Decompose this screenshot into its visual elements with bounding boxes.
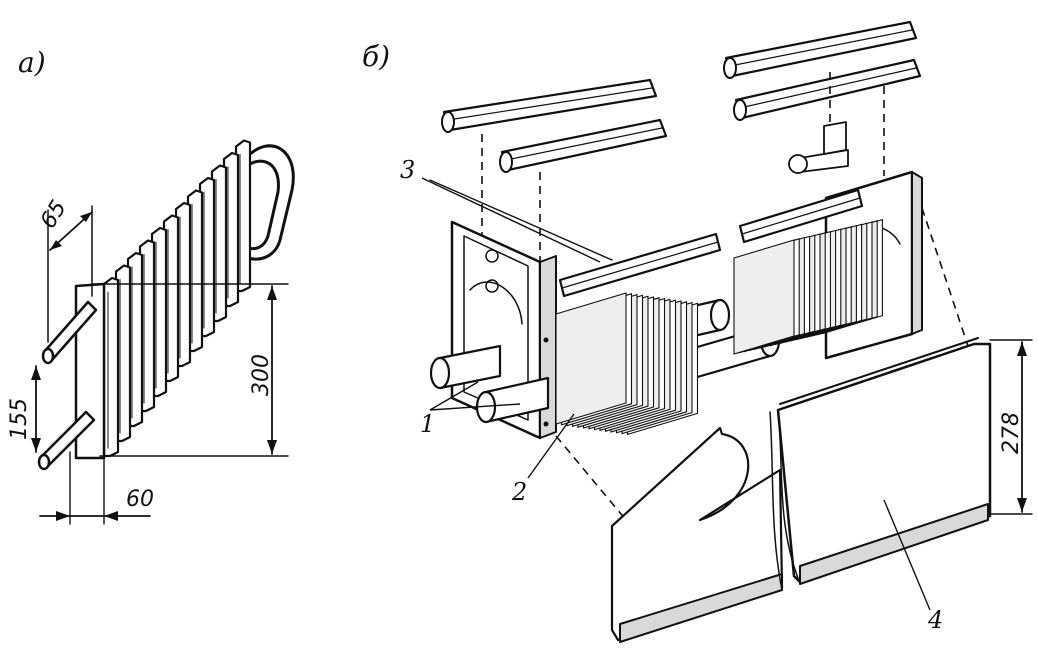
callout-1: 1 bbox=[420, 410, 435, 438]
radiator-fins bbox=[74, 139, 252, 460]
top-rails-right bbox=[723, 20, 922, 121]
assembly-guides bbox=[481, 72, 969, 521]
dim-60: 60 bbox=[126, 487, 154, 512]
leader-lines bbox=[421, 177, 931, 611]
stack-fin bbox=[733, 239, 795, 355]
front-cover bbox=[610, 337, 992, 643]
dim-155: 155 bbox=[7, 398, 32, 440]
stack-fin bbox=[555, 292, 627, 425]
dimension-lines-a bbox=[31, 205, 289, 525]
panel-b-label: б) bbox=[362, 40, 390, 73]
callout-4: 4 bbox=[927, 606, 943, 634]
fin-stack-front bbox=[555, 292, 699, 436]
fin-stack-rear bbox=[733, 218, 883, 355]
pipe-stubs bbox=[37, 300, 98, 471]
callout-2: 2 bbox=[511, 478, 527, 506]
dim-278: 278 bbox=[999, 412, 1024, 454]
radiator-panel-a: а) bbox=[7, 46, 295, 525]
panel-a-label: а) bbox=[18, 46, 46, 79]
callout-3: 3 bbox=[400, 156, 415, 184]
top-rails-left bbox=[441, 78, 668, 173]
dimension-278 bbox=[989, 339, 1033, 515]
dim-65: 65 bbox=[36, 196, 72, 233]
body-rails bbox=[429, 179, 864, 298]
dim-300: 300 bbox=[249, 354, 274, 396]
assembly-panel-b: б) bbox=[362, 20, 1033, 643]
radiator-fin bbox=[102, 276, 120, 458]
